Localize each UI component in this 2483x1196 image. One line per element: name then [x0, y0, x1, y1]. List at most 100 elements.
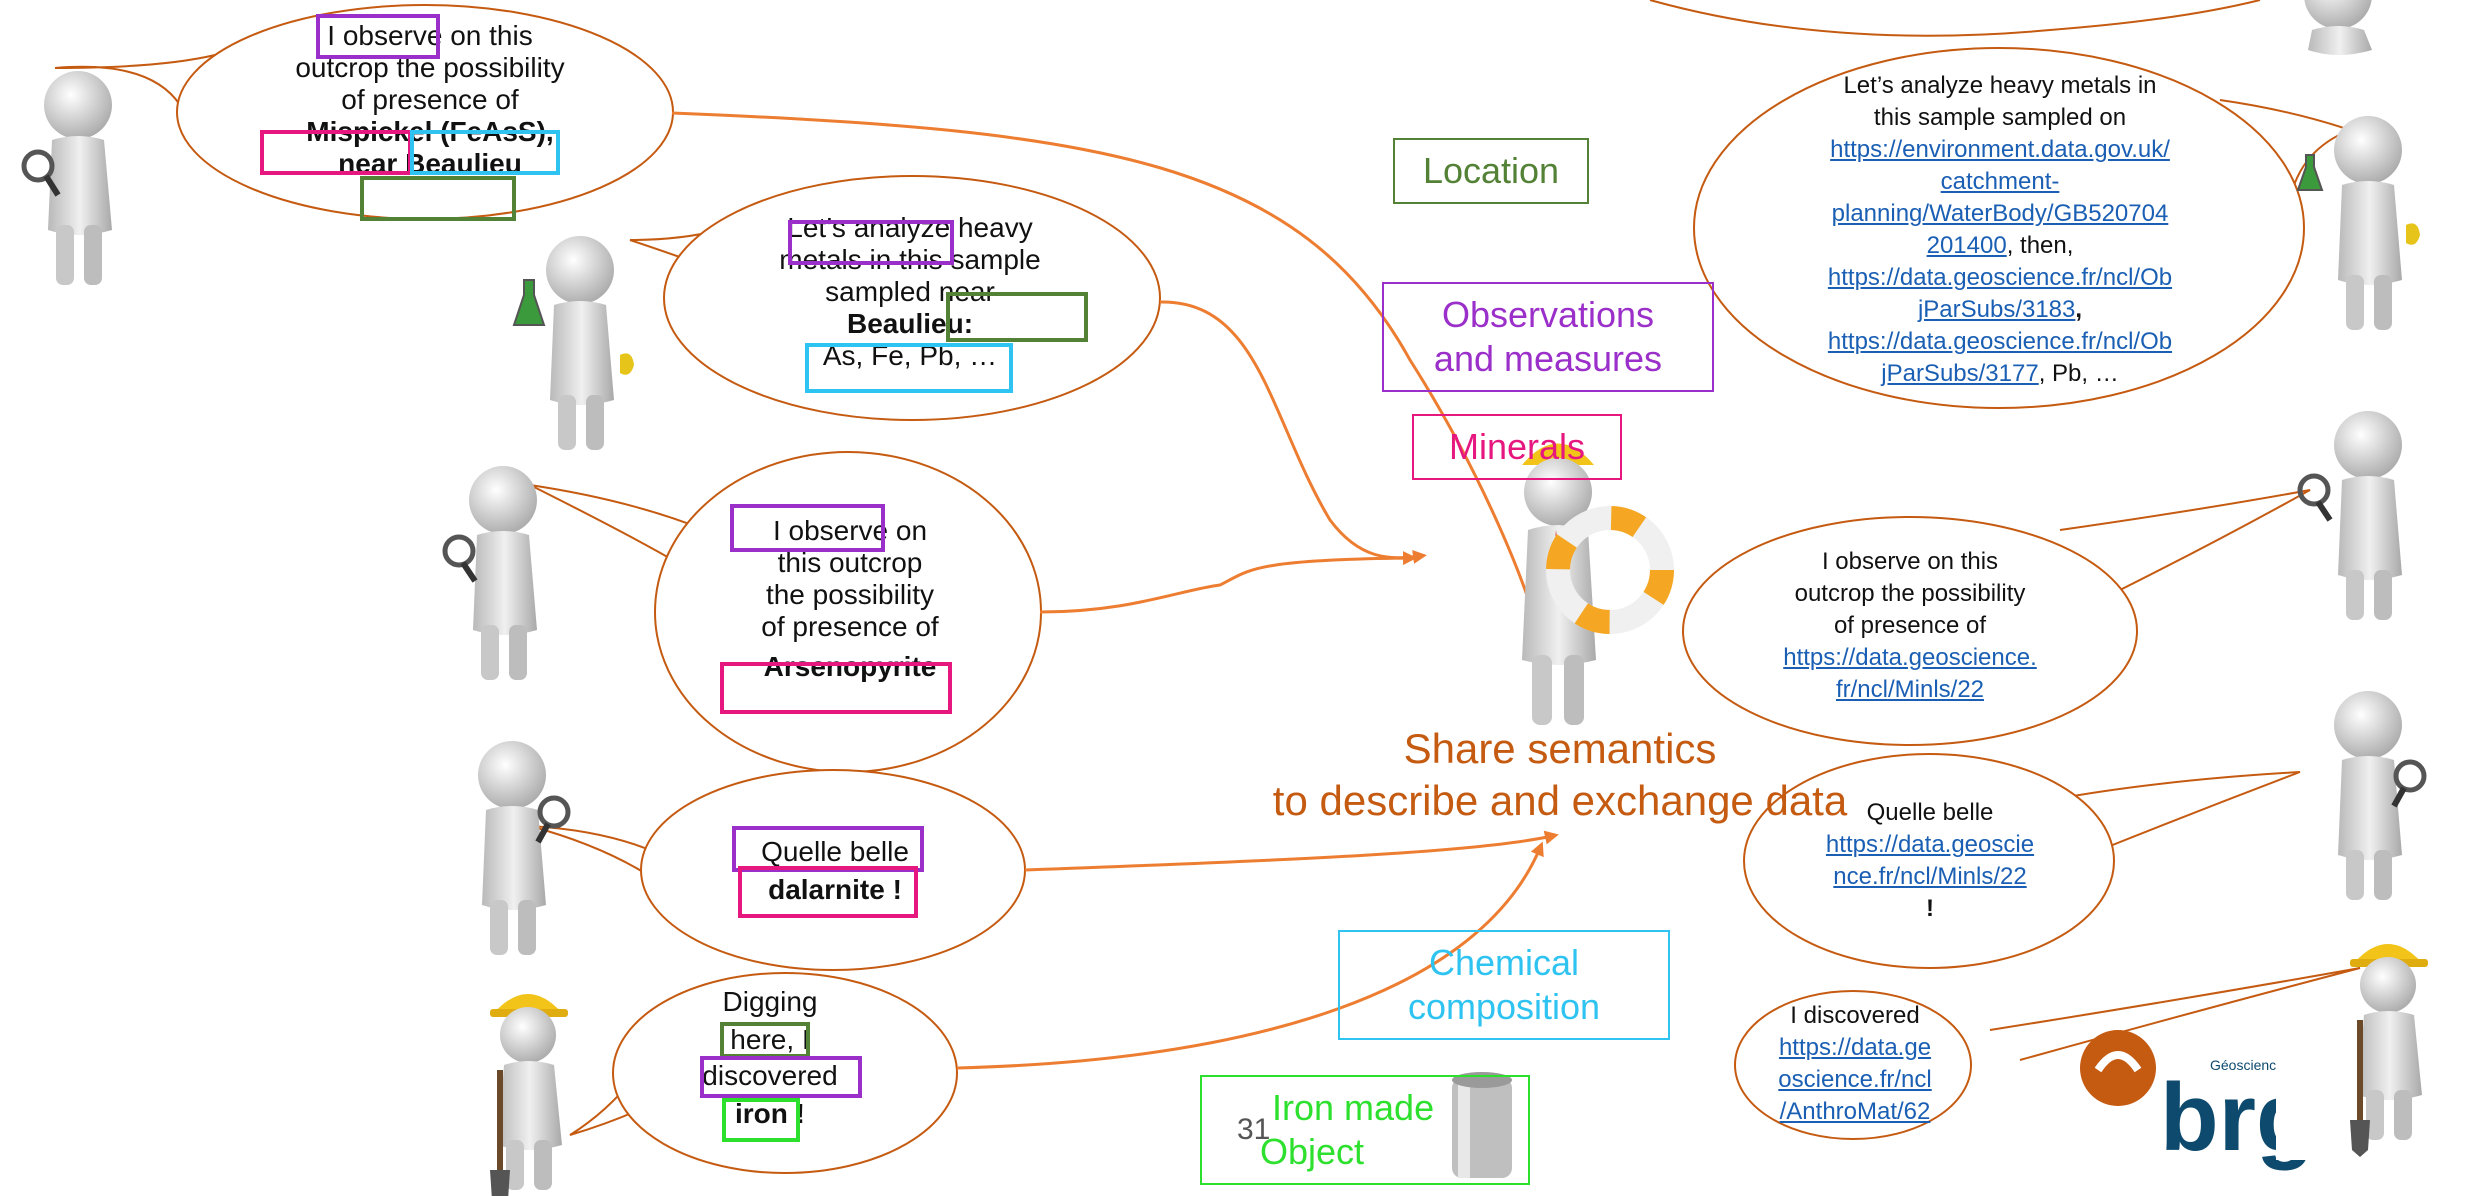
highlight-observe: [788, 220, 954, 265]
bubble-line: Digging: [722, 986, 818, 1017]
bubble-observe-right: [1682, 489, 2311, 746]
arrow-mispickel: [671, 111, 1542, 641]
bubble-link[interactable]: planning/WaterBody/GB520704: [1831, 200, 2169, 227]
bubble-discovered-right: [1734, 967, 2361, 1140]
bubble-analyze-right-text: Let’s analyze heavy metals in this sampl…: [1780, 70, 2220, 390]
bubble-line: Let’s analyze heavy: [787, 212, 1033, 243]
bubble-line: Let’s analyze heavy metals in: [1843, 72, 2157, 99]
arrow-arsenopyrite: [1039, 551, 1417, 614]
magnifier-figure-icon: [2334, 691, 2427, 900]
bubble-line: this sample sampled on: [1873, 104, 2127, 131]
bubble-line: iron !: [735, 1098, 805, 1129]
bubble-arsenopyrite: [529, 451, 1042, 773]
highlight-observe: [732, 826, 924, 872]
highlight-mineral: [738, 866, 918, 918]
bubble-line: outcrop the possibility: [1794, 580, 2026, 607]
category-location: Location: [1393, 138, 1589, 204]
highlight-location: [946, 292, 1088, 342]
magnifier-figure-icon: [21, 71, 112, 285]
diagram-title-line: Share semantics: [1403, 725, 1717, 772]
magnifier-figure-icon: [478, 741, 571, 955]
bubble-line: Quelle belle: [1866, 799, 1994, 826]
lifebuoy-figure-icon: [1522, 443, 1674, 725]
bubble-link[interactable]: nce.fr/ncl/Minls/22: [1833, 863, 2027, 890]
bubble-observe-right-text: I observe on this outcrop the possibilit…: [1760, 546, 2060, 706]
bubble-link[interactable]: fr/ncl/Minls/22: [1835, 676, 1985, 703]
bubble-line: of presence of: [1833, 612, 1987, 639]
bubble-line: here, I: [730, 1024, 810, 1055]
page-number: 31: [1237, 1113, 1271, 1146]
magnifier-figure-icon: [2297, 411, 2402, 620]
bubble-link[interactable]: jParSubs/3177: [1881, 360, 2039, 387]
bubble-link[interactable]: https://data.geoscience.: [1783, 644, 2037, 671]
magnifier-figure-icon: [442, 466, 537, 680]
category-object-line: Iron made: [1272, 1087, 1435, 1128]
diagram-title-line: to describe and exchange data: [1272, 777, 1848, 824]
bubble-line: discovered: [702, 1060, 838, 1091]
bubble-arsenopyrite-text: I observe on this outcrop the possibilit…: [715, 515, 985, 683]
highlight-object: [722, 1098, 800, 1142]
highlight-location: [720, 1022, 810, 1058]
bubble-link[interactable]: https://data.geoscience.fr/ncl/Ob: [1827, 264, 2173, 291]
category-object-line: Object: [1260, 1131, 1365, 1172]
arrow-analyze: [1159, 300, 1427, 564]
bubble-digging-text: Digging here, I discovered iron !: [690, 986, 850, 1130]
bubble-link[interactable]: https://data.ge: [1778, 1034, 1932, 1061]
bubble-link[interactable]: jParSubs/3183: [1917, 296, 2076, 323]
bubble-line: Quelle belle: [761, 836, 909, 867]
bubble-line: I observe on: [772, 515, 928, 546]
diagram-title: Share semantics to describe and exchange…: [1240, 723, 1880, 827]
highlight-location: [360, 176, 516, 221]
bubble-belle-right-text: Quelle belle https://data.geoscie nce.fr…: [1800, 797, 2060, 925]
shovel-figure-icon: [490, 994, 568, 1196]
category-chemical-line: Chemical: [1428, 942, 1580, 983]
flask-figure-icon: [512, 236, 634, 450]
bubble-line: the possibility: [765, 579, 935, 610]
bubble-line: !: [1926, 895, 1934, 922]
bubble-link[interactable]: /AnthroMat/62: [1779, 1098, 1931, 1125]
bubble-text: , then,: [2006, 232, 2074, 259]
bubble-discovered-right-text: I discovered https://data.ge oscience.fr…: [1760, 1000, 1950, 1128]
category-minerals-label: Minerals: [1448, 426, 1586, 467]
highlight-mineral: [720, 662, 952, 714]
flask-figure-icon: [2296, 116, 2420, 330]
arrow-dalarnite: [1024, 830, 1559, 872]
category-location-label: Location: [1422, 150, 1560, 191]
category-observations: Observations and measures: [1382, 282, 1714, 392]
bubble-line: of presence of: [761, 611, 939, 642]
bubble-dalarnite-text: Quelle belle dalarnite !: [715, 836, 955, 906]
highlight-observe: [730, 504, 885, 552]
magnifier-figure-icon: [2304, 0, 2372, 55]
bubble-line: metals in this sample: [779, 244, 1041, 275]
bubble-line: I discovered: [1790, 1002, 1920, 1029]
bubble-text: ,: [2075, 296, 2083, 323]
category-minerals: Minerals: [1412, 414, 1622, 480]
highlight-observe: [700, 1056, 862, 1098]
partial-bubble-top: [1649, 0, 2261, 37]
bubble-digging: [569, 972, 958, 1174]
bubble-line: Arsenopyrite: [763, 651, 937, 682]
bubble-line: this outcrop: [777, 547, 923, 578]
highlight-chemical: [410, 130, 560, 175]
bubble-link[interactable]: https://environment.data.gov.uk/: [1830, 136, 2170, 163]
bubble-analyze-right: [1693, 47, 2353, 409]
shovel-figure-icon: [2350, 944, 2428, 1157]
bubble-text: , Pb, …: [2038, 360, 2119, 387]
highlight-mineral: [260, 130, 412, 175]
bubble-link[interactable]: catchment-: [1940, 168, 2060, 195]
bubble-line: of presence of: [341, 84, 519, 115]
category-observations-line: Observations: [1441, 294, 1655, 335]
bubble-line: Beaulieu:: [846, 308, 974, 339]
highlight-chemical: [805, 343, 1013, 393]
highlight-observe: [316, 14, 440, 59]
bubble-link[interactable]: oscience.fr/ncl: [1778, 1066, 1932, 1093]
bubble-link[interactable]: https://data.geoscie: [1825, 831, 2035, 858]
bubble-belle-right: [1743, 753, 2301, 969]
bubble-line: sampled near: [825, 276, 995, 307]
brgm-logo-sub: Géoscienc: [2210, 1057, 2276, 1073]
bubble-link[interactable]: https://data.geoscience.fr/ncl/Ob: [1827, 328, 2173, 355]
category-object: Iron made Object: [1200, 1075, 1530, 1185]
category-chemical: Chemical composition: [1338, 930, 1670, 1040]
category-chemical-line: composition: [1407, 986, 1601, 1027]
bubble-link[interactable]: 201400: [1926, 232, 2007, 259]
